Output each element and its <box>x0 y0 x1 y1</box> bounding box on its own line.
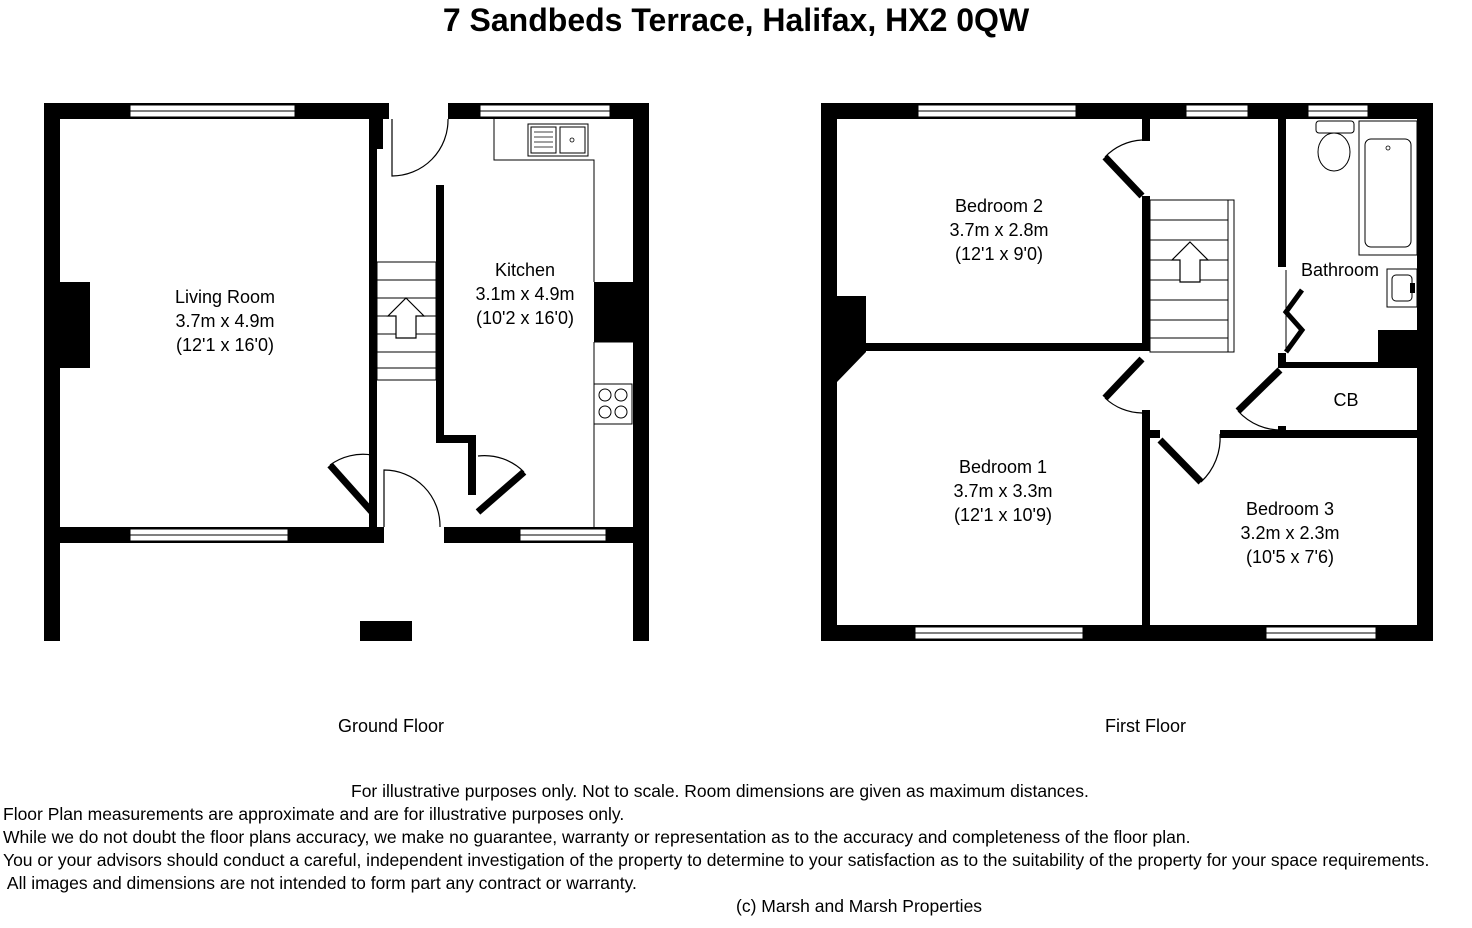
kitchen-size-m: 3.1m x 4.9m <box>475 284 574 304</box>
bathroom-name: Bathroom <box>1301 260 1379 280</box>
ff-bedroom2-door <box>1102 154 1145 199</box>
gf-staircase <box>376 261 437 381</box>
gf-hall-partition <box>436 185 444 443</box>
bedroom2-size-m: 3.7m x 2.8m <box>949 220 1048 240</box>
bedroom2-size-ft: (12'1 x 9'0) <box>955 244 1043 264</box>
ff-stairs-up-arrow-icon <box>1170 241 1210 283</box>
disclaimer-line-2: Floor Plan measurements are approximate … <box>3 804 625 824</box>
gf-front-step <box>360 621 412 641</box>
gf-living-door <box>327 462 375 515</box>
cupboard-name: CB <box>1333 390 1358 410</box>
first-floor-plan: Bedroom 2 3.7m x 2.8m (12'1 x 9'0) Bedro… <box>821 103 1433 641</box>
bedroom2-name: Bedroom 2 <box>955 196 1043 216</box>
ff-cupboard-top-wall <box>1278 362 1420 368</box>
gf-stairs-up-arrow-icon <box>386 297 426 339</box>
copyright-notice: (c) Marsh and Marsh Properties <box>736 896 983 916</box>
gf-kitchen-hob-icon <box>593 383 633 425</box>
bedroom3-size-ft: (10'5 x 7'6) <box>1246 547 1334 567</box>
ff-bedroom1-wall <box>1142 410 1150 641</box>
ff-toilet-icon <box>1315 120 1355 172</box>
ff-bath-icon <box>1358 120 1418 256</box>
ff-washbasin-icon <box>1386 268 1418 308</box>
living-room-size-ft: (12'1 x 16'0) <box>176 335 274 355</box>
bedroom3-size-m: 3.2m x 2.3m <box>1240 523 1339 543</box>
gf-kitchen-worktop <box>493 119 595 282</box>
gf-kitchen-door <box>475 469 527 515</box>
gf-right-wall <box>633 103 649 641</box>
ff-right-wall <box>1417 103 1433 641</box>
gf-kitchen-sink-icon <box>527 123 589 157</box>
plan-title: 7 Sandbeds Terrace, Halifax, HX2 0QW <box>442 2 1030 38</box>
ff-bedroom3-door <box>1157 437 1204 485</box>
disclaimer-line-1: For illustrative purposes only. Not to s… <box>351 781 1089 801</box>
ff-cupboard-door <box>1235 367 1283 414</box>
gf-living-partition <box>369 119 377 527</box>
disclaimer-line-4: You or your advisors should conduct a ca… <box>3 850 1430 870</box>
living-room-size-m: 3.7m x 4.9m <box>175 311 274 331</box>
bedroom1-name: Bedroom 1 <box>959 457 1047 477</box>
gf-left-wall <box>44 103 60 641</box>
ff-bedroom2-wall <box>1142 196 1150 351</box>
bedroom3-name: Bedroom 3 <box>1246 499 1334 519</box>
living-room-name: Living Room <box>175 287 275 307</box>
gf-chimney-breast-right <box>594 282 634 342</box>
kitchen-name: Kitchen <box>495 260 555 280</box>
ff-bed1-bed2-wall <box>837 343 1150 351</box>
gf-back-door-swing <box>391 118 449 177</box>
kitchen-size-ft: (10'2 x 16'0) <box>476 308 574 328</box>
first-floor-label: First Floor <box>1105 716 1186 736</box>
ff-bathroom-bifold-door <box>1282 288 1306 354</box>
ff-bedroom3-top-wall <box>1220 430 1420 438</box>
disclaimer-line-3: While we do not doubt the floor plans ac… <box>3 827 1191 847</box>
ff-chimney-breast <box>837 296 866 382</box>
disclaimer-line-5: All images and dimensions are not intend… <box>3 873 637 893</box>
ground-floor-label: Ground Floor <box>338 716 445 736</box>
ff-bathroom-wall <box>1278 119 1286 267</box>
ff-bedroom1-door <box>1102 356 1145 401</box>
gf-chimney-breast-left <box>60 282 90 368</box>
gf-front-door-swing <box>383 469 441 528</box>
bedroom1-size-m: 3.7m x 3.3m <box>953 481 1052 501</box>
ground-floor-plan: Living Room 3.7m x 4.9m (12'1 x 16'0) Ki… <box>44 103 649 641</box>
bedroom1-size-ft: (12'1 x 10'9) <box>954 505 1052 525</box>
ff-left-wall <box>821 103 837 641</box>
ff-staircase <box>1149 199 1235 353</box>
